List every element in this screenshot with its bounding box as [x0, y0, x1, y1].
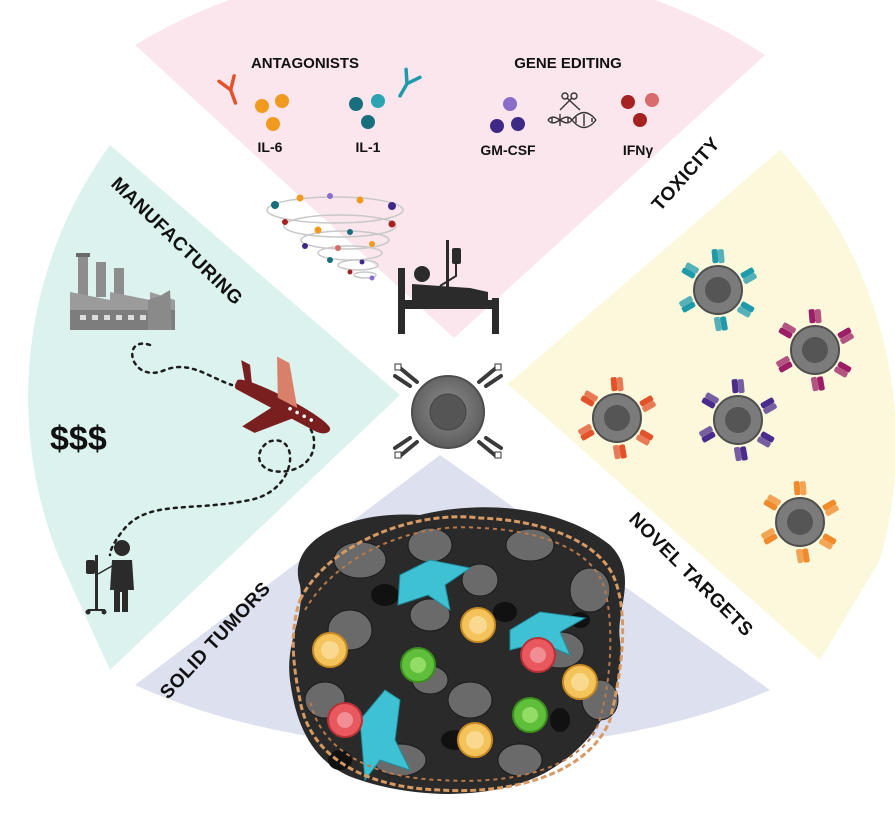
car-receptor-icon — [610, 377, 618, 392]
car-receptor-icon — [757, 436, 771, 448]
car-receptor-icon — [720, 316, 728, 331]
car-receptor-icon — [782, 322, 796, 334]
car-receptor-icon — [639, 395, 654, 407]
cytokine-label-il6: IL-6 — [258, 139, 283, 155]
car-receptor-icon — [642, 401, 656, 412]
car-receptor-icon — [778, 361, 793, 373]
t-cell-nucleus — [787, 509, 813, 535]
car-receptor-icon — [685, 262, 699, 274]
car-receptor-icon — [825, 505, 839, 516]
car-receptor-icon — [578, 424, 592, 435]
car-receptor-icon — [810, 376, 819, 392]
car-receptor-icon — [733, 446, 742, 462]
car-receptor-icon — [681, 267, 696, 279]
airplane-icon — [234, 356, 331, 434]
car-receptor-icon — [822, 533, 837, 545]
target-cell — [761, 481, 839, 564]
antibody-icon — [217, 74, 238, 105]
car-receptor-icon — [795, 548, 804, 564]
car-receptor-icon — [840, 333, 854, 344]
car-receptor-icon — [737, 379, 745, 394]
car-receptor-icon — [808, 309, 816, 324]
car-receptor-icon — [705, 392, 719, 404]
t-cell-nucleus — [604, 405, 630, 431]
car-receptor-icon — [837, 361, 852, 373]
antagonists-title: ANTAGONISTS — [251, 55, 359, 72]
car-receptor-icon — [743, 273, 757, 284]
car-receptor-icon — [761, 528, 775, 539]
gmcsf-cytokine-icon — [490, 97, 525, 133]
car-receptor-icon — [763, 533, 778, 545]
il1-cytokine-icon — [349, 94, 385, 129]
car-receptor-icon — [616, 377, 624, 392]
car-receptor-icon — [819, 538, 833, 550]
car-receptor-icon — [737, 306, 751, 318]
il6-cytokine-icon — [255, 94, 289, 131]
target-cell — [776, 309, 854, 392]
car-receptor-icon — [731, 379, 739, 394]
car-receptor-icon — [717, 249, 725, 264]
car-receptor-icon — [740, 301, 755, 313]
car-receptor-icon — [681, 301, 696, 313]
hospital-bed-icon — [398, 240, 499, 334]
target-cell — [699, 379, 777, 462]
car-receptor-icon — [822, 499, 837, 511]
car-receptor-icon — [701, 397, 716, 409]
target-cell — [679, 249, 757, 332]
car-receptor-icon — [760, 397, 775, 409]
gene-editing-title: GENE EDITING — [514, 55, 622, 72]
car-receptor-icon — [793, 481, 801, 496]
factory-icon — [70, 253, 175, 330]
car-receptor-icon — [580, 395, 595, 407]
car-receptor-icon — [767, 494, 781, 506]
car-receptor-icon — [776, 356, 790, 367]
car-receptor-icon — [619, 444, 627, 459]
car-receptor-icon — [740, 267, 755, 279]
flight-path — [108, 342, 316, 557]
cytokine-label-ifng: IFNγ — [623, 142, 654, 158]
antibody-icon — [398, 67, 422, 98]
target-cell — [578, 377, 656, 460]
dna-scissors-icon — [547, 92, 597, 129]
cytokine-storm-icon — [266, 196, 404, 279]
car-receptor-icon — [763, 403, 777, 414]
car-receptor-icon — [760, 431, 775, 443]
t-cell-nucleus — [802, 337, 828, 363]
car-t-cell-icon — [393, 363, 503, 459]
cytokine-label-gmcsf: GM-CSF — [480, 142, 536, 158]
car-receptor-icon — [763, 499, 778, 511]
car-receptor-icon — [580, 429, 595, 441]
cost-label: $$$ — [50, 420, 107, 458]
car-receptor-icon — [699, 426, 713, 437]
car-receptor-icon — [802, 548, 810, 563]
car-receptor-icon — [740, 446, 748, 461]
car-receptor-icon — [612, 444, 621, 460]
tumor-mass-icon — [289, 507, 626, 794]
cytokine-label-il1: IL-1 — [356, 139, 381, 155]
car-receptor-icon — [713, 316, 722, 332]
patient-iv-icon — [85, 540, 134, 615]
car-receptor-icon — [701, 431, 716, 443]
car-receptor-icon — [778, 327, 793, 339]
car-receptor-icon — [817, 376, 825, 391]
car-receptor-icon — [639, 429, 654, 441]
t-cell-nucleus — [725, 407, 751, 433]
car-receptor-icon — [711, 249, 719, 264]
cytokine-storm-particles — [271, 193, 396, 281]
car-receptor-icon — [799, 481, 807, 496]
t-cell-nucleus — [705, 277, 731, 303]
toxicity-quadrant — [135, 0, 765, 338]
car-receptor-icon — [679, 296, 693, 307]
ifng-cytokine-icon — [621, 93, 659, 127]
car-receptor-icon — [814, 309, 822, 324]
car-receptor-icon — [837, 327, 852, 339]
car-receptor-icon — [584, 390, 598, 402]
target-cells-group — [578, 249, 854, 564]
car-receptor-icon — [834, 366, 848, 378]
car-receptor-icon — [636, 434, 650, 446]
